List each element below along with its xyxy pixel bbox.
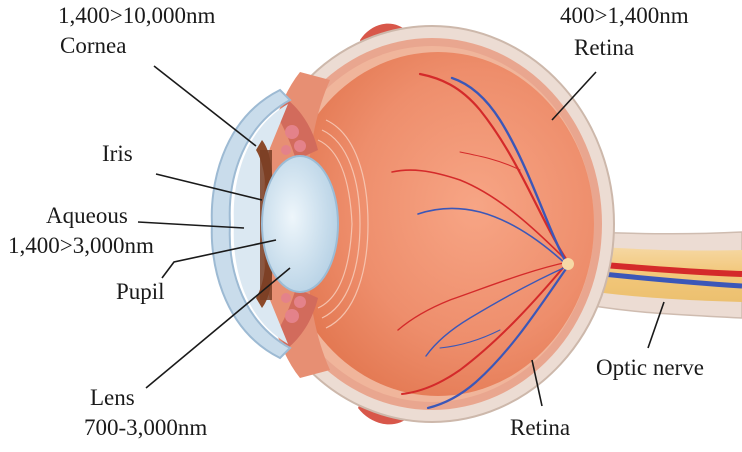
label-pupil: Pupil	[116, 278, 165, 305]
label-aqueous: Aqueous	[46, 202, 128, 229]
label-iris: Iris	[102, 140, 133, 167]
label-cornea-range: 1,400>10,000nm	[58, 2, 215, 29]
label-retina-bottom: Retina	[510, 414, 570, 441]
leader-cornea	[154, 66, 256, 146]
label-aqueous-range: 1,400>3,000nm	[8, 232, 154, 259]
label-cornea: Cornea	[60, 32, 126, 59]
label-retina-top-range: 400>1,400nm	[560, 2, 689, 29]
optic-disc	[562, 258, 574, 270]
lens	[262, 156, 338, 292]
label-optic-nerve: Optic nerve	[596, 354, 704, 381]
label-lens-range: 700-3,000nm	[84, 414, 207, 441]
label-lens: Lens	[90, 384, 135, 411]
label-retina-top: Retina	[574, 34, 634, 61]
